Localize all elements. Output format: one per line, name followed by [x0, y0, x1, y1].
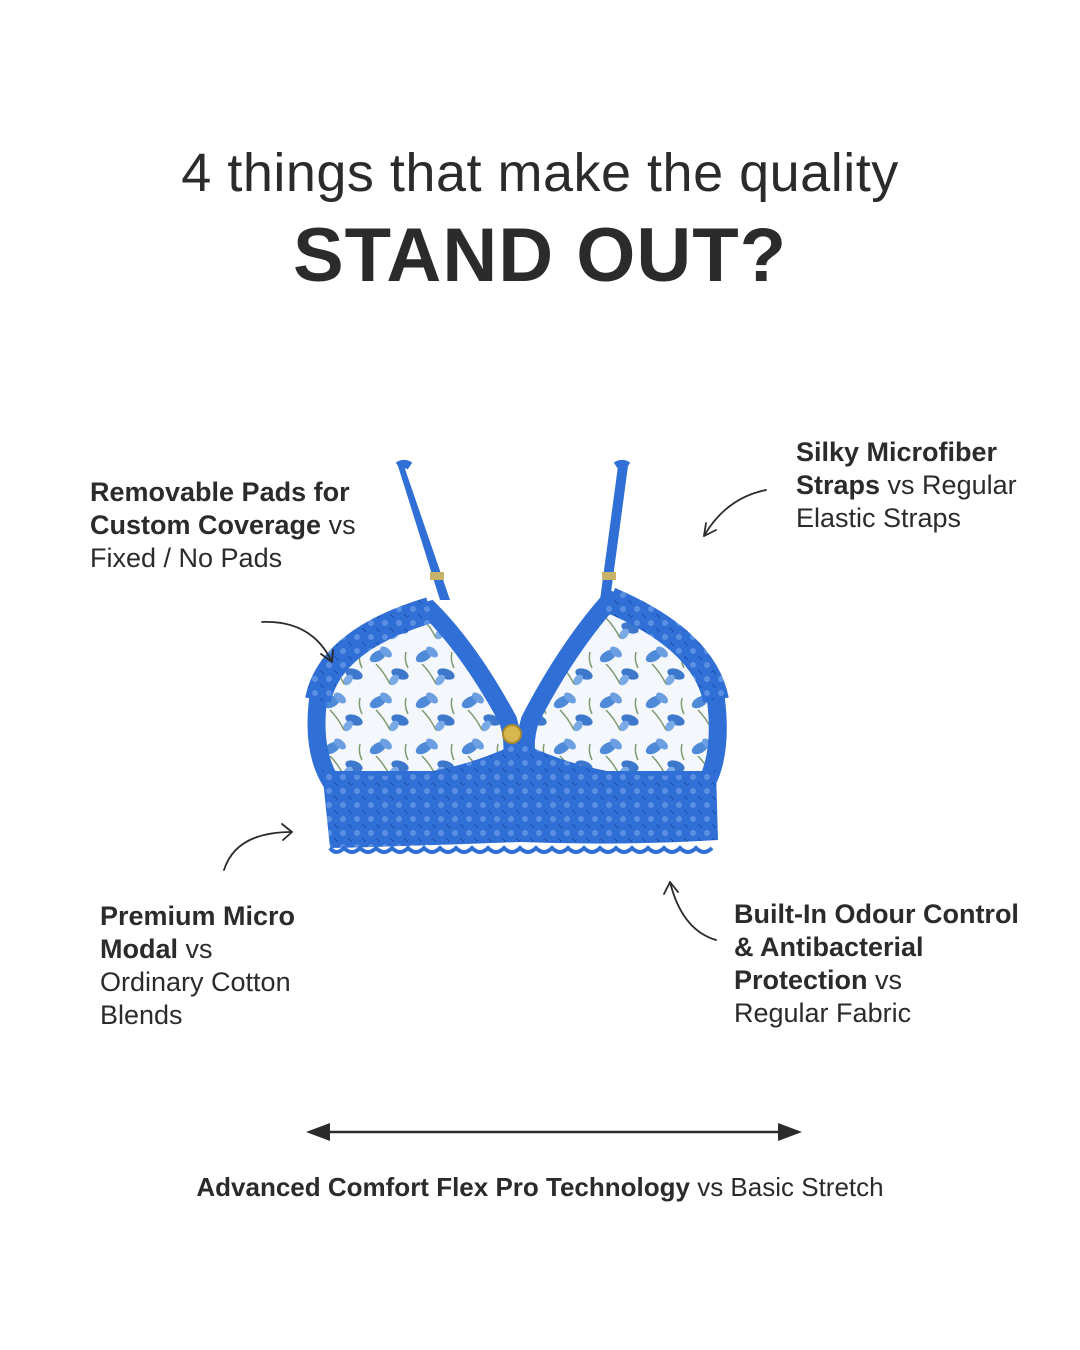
left-strap	[395, 460, 450, 600]
feature-vs: vs	[867, 965, 903, 995]
feature-micro-modal: Premium Micro Modal vs Ordinary Cotton B…	[100, 900, 360, 1032]
left-cup	[307, 599, 522, 789]
feature-odour-control: Built-In Odour Control & Antibacterial P…	[734, 898, 1034, 1030]
feature-vs: vs Regular	[880, 470, 1017, 500]
feature-comparison: Ordinary Cotton Blends	[100, 967, 291, 1030]
feature-title: Advanced Comfort Flex Pro Technology	[196, 1172, 690, 1202]
feature-comparison: Regular Fabric	[734, 998, 912, 1028]
lace-band	[322, 742, 718, 848]
feature-comparison: Fixed / No Pads	[90, 543, 283, 573]
arrow-pads-icon	[261, 621, 333, 663]
feature-title: Removable Pads for Custom Coverage	[90, 477, 350, 540]
feature-microfiber-straps: Silky Microfiber Straps vs Regular Elast…	[796, 436, 1066, 535]
right-cup	[516, 589, 727, 789]
feature-title: Premium Micro Modal	[100, 901, 296, 964]
feature-vs: vs	[321, 510, 356, 540]
center-charm-icon	[502, 724, 522, 744]
feature-title: Silky Microfiber Straps	[796, 437, 998, 500]
feature-comfort-flex: Advanced Comfort Flex Pro Technology vs …	[0, 1172, 1080, 1203]
headline-line2: STAND OUT?	[292, 213, 788, 298]
headline-line1: 4 things that make the quality	[181, 143, 899, 203]
feature-vs: vs Basic Stretch	[689, 1172, 884, 1202]
feature-comparison: Elastic Straps	[796, 503, 962, 533]
feature-removable-pads: Removable Pads for Custom Coverage vs Fi…	[90, 476, 390, 575]
right-strap	[600, 460, 631, 600]
feature-title: Built-In Odour Control & Antibacterial P…	[734, 899, 1019, 995]
arrow-straps-icon	[703, 489, 767, 537]
feature-vs: vs	[178, 934, 213, 964]
arrow-modal-icon	[223, 831, 293, 871]
arrow-odour-icon	[669, 881, 717, 941]
